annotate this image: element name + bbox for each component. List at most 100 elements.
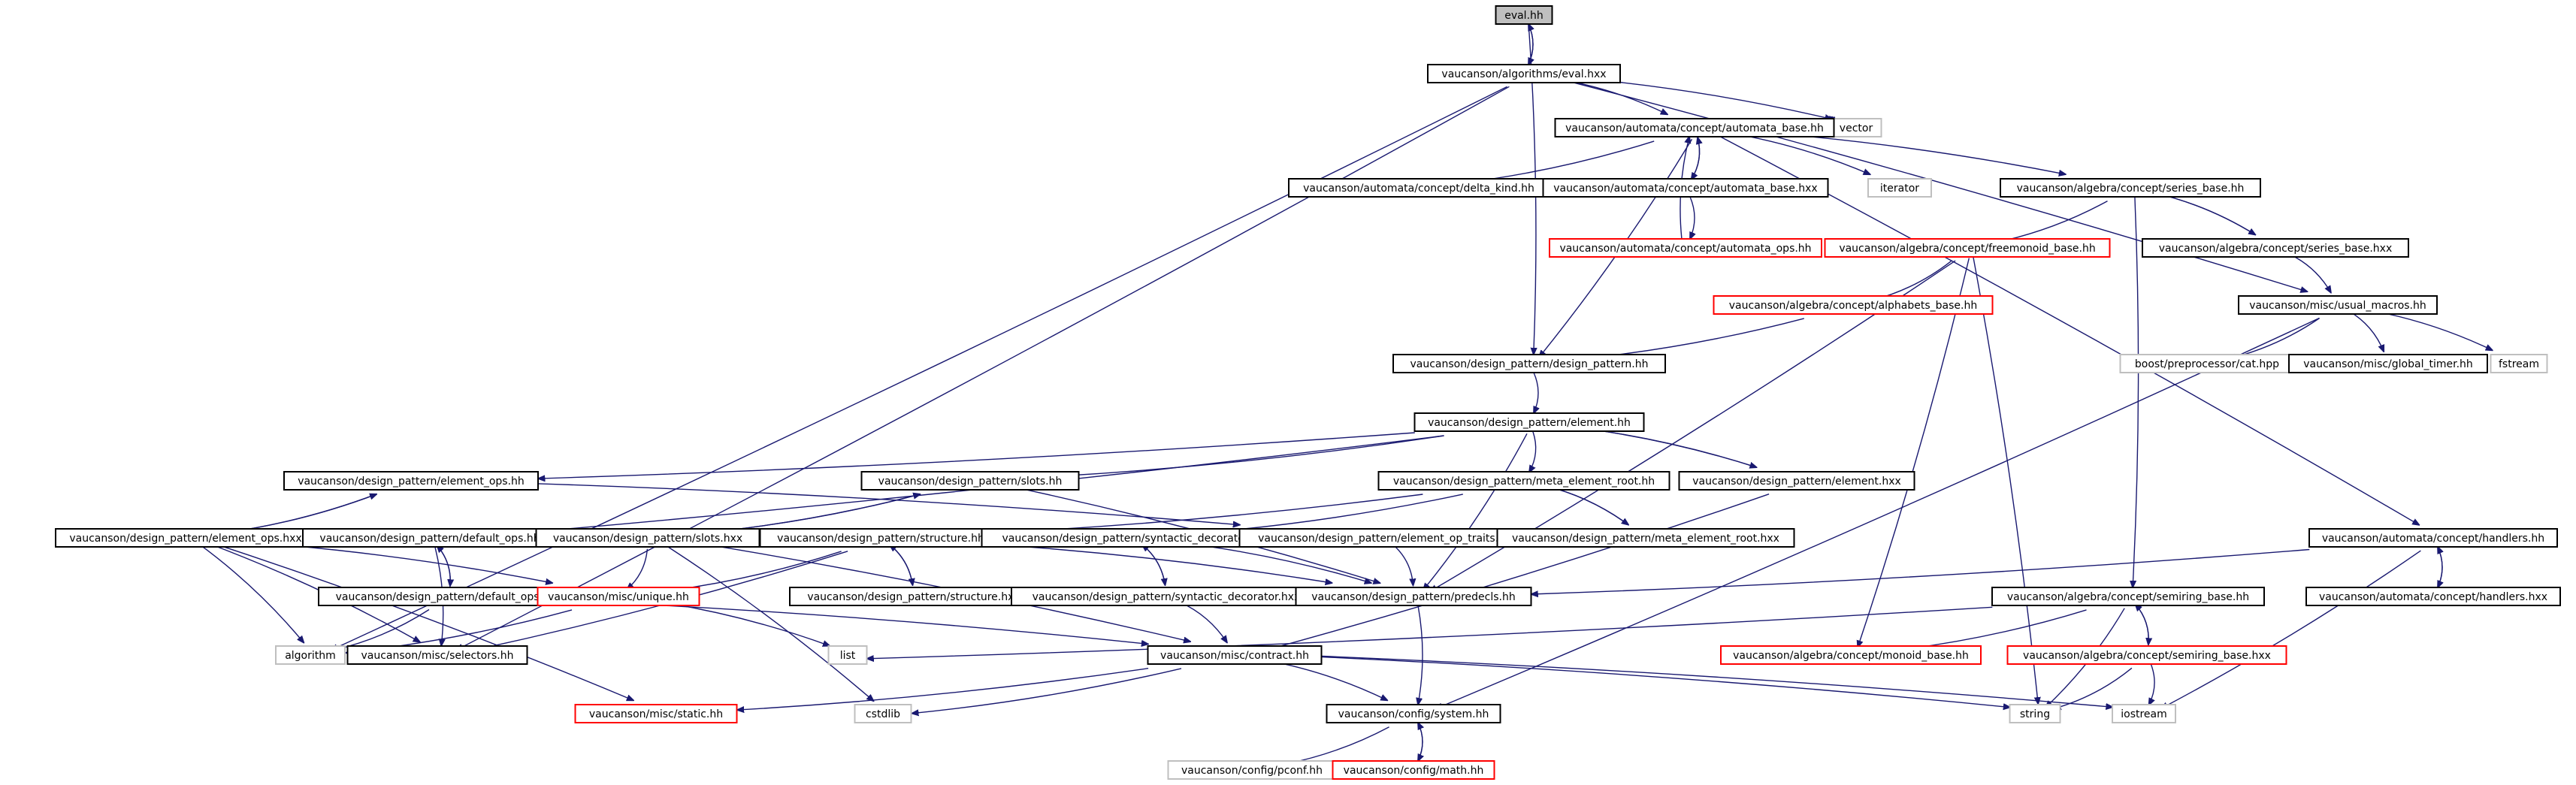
- node-usual-macros[interactable]: vaucanson/misc/usual_macros.hh: [2238, 295, 2438, 315]
- node-box: [1720, 645, 1982, 665]
- node-element-ops-hxx[interactable]: vaucanson/design_pattern/element_ops.hxx: [55, 528, 316, 548]
- node-default-ops-hh[interactable]: vaucanson/design_pattern/default_ops.hh: [302, 528, 558, 548]
- node-global-timer[interactable]: vaucanson/misc/global_timer.hh: [2288, 354, 2488, 373]
- node-automata-ops[interactable]: vaucanson/automata/concept/automata_ops.…: [1549, 238, 1822, 258]
- edge-automata-base-hxx-to-automata-ops: [1690, 196, 1695, 239]
- node-label: vaucanson/misc/global_timer.hh: [2303, 358, 2473, 370]
- node-unique-hh[interactable]: vaucanson/misc/unique.hh: [537, 587, 700, 606]
- node-box: [283, 471, 539, 491]
- node-box: [1392, 354, 1666, 373]
- node-alphabets-base[interactable]: vaucanson/algebra/concept/alphabets_base…: [1713, 295, 1994, 315]
- node-meta-element-root-hh[interactable]: vaucanson/design_pattern/meta_element_ro…: [1377, 471, 1670, 491]
- edge-element-ops-hxx-to-algorithm: [198, 543, 304, 643]
- node-box: [55, 528, 316, 548]
- node-automata-base-hh[interactable]: vaucanson/automata/concept/automata_base…: [1554, 118, 1835, 137]
- node-vector[interactable]: vector: [1830, 118, 1882, 137]
- edge-design-pattern-hh-to-element-hh: [1534, 372, 1538, 413]
- node-semiring-base-hxx[interactable]: vaucanson/algebra/concept/semiring_base.…: [2006, 645, 2287, 665]
- node-semiring-base-hh[interactable]: vaucanson/algebra/concept/semiring_base.…: [1991, 587, 2265, 606]
- node-contract[interactable]: vaucanson/misc/contract.hh: [1147, 645, 1323, 665]
- node-label: vaucanson/design_pattern/element.hxx: [1692, 476, 1901, 488]
- node-selectors[interactable]: vaucanson/misc/selectors.hh: [346, 645, 528, 665]
- node-handlers-hxx[interactable]: vaucanson/automata/concept/handlers.hxx: [2305, 587, 2561, 606]
- edge-handlers-hh-to-predecls: [1531, 548, 2310, 595]
- edge-default-ops-hxx-to-default-ops-hh: [437, 545, 451, 587]
- edge-syntactic-decorator-hxx-to-syntactic-decorator-hh: [1142, 545, 1166, 586]
- node-iostream[interactable]: iostream: [2112, 704, 2176, 723]
- node-label: vaucanson/design_pattern/element.hh: [1428, 417, 1631, 429]
- edge-series-base-hh-to-series-base-hxx: [2154, 192, 2255, 235]
- node-delta-kind[interactable]: vaucanson/automata/concept/delta_kind.hh: [1288, 178, 1550, 198]
- node-default-ops-hxx[interactable]: vaucanson/design_pattern/default_ops.hxx: [318, 587, 579, 606]
- node-box: [1427, 64, 1621, 83]
- node-series-base-hh[interactable]: vaucanson/algebra/concept/series_base.hh: [2000, 178, 2261, 198]
- node-freemonoid-base[interactable]: vaucanson/algebra/concept/freemonoid_bas…: [1824, 238, 2111, 258]
- node-box: [1554, 118, 1835, 137]
- node-label: vaucanson/automata/concept/handlers.hh: [2322, 533, 2544, 545]
- node-list[interactable]: list: [827, 645, 868, 665]
- edge-semiring-base-hxx-to-iostream: [2149, 664, 2154, 705]
- node-automata-base-hxx[interactable]: vaucanson/automata/concept/automata_base…: [1542, 178, 1829, 198]
- node-box: [2119, 354, 2295, 373]
- node-label: vaucanson/automata/concept/automata_base…: [1553, 183, 1817, 195]
- node-box: [789, 587, 1039, 606]
- node-syntactic-decorator-hxx[interactable]: vaucanson/design_pattern/syntactic_decor…: [1011, 587, 1322, 606]
- node-boost-cat[interactable]: boost/preprocessor/cat.hpp: [2119, 354, 2295, 373]
- edge-element-hh-to-meta-element-root-hh: [1529, 431, 1537, 473]
- edge-meta-element-root-hh-to-meta-element-root-hxx: [1544, 485, 1628, 525]
- node-element-op-traits[interactable]: vaucanson/design_pattern/element_op_trai…: [1238, 528, 1531, 548]
- node-label: vaucanson/algebra/concept/series_base.hx…: [2159, 243, 2393, 255]
- node-element-ops-hh[interactable]: vaucanson/design_pattern/element_ops.hh: [283, 471, 539, 491]
- edge-syntactic-decorator-hh-to-predecls: [1177, 542, 1371, 583]
- node-box: [2288, 354, 2488, 373]
- node-system-hh[interactable]: vaucanson/config/system.hh: [1326, 704, 1501, 723]
- edge-element-ops-hh-to-element-op-traits: [538, 483, 1240, 525]
- node-meta-element-root-hxx[interactable]: vaucanson/design_pattern/meta_element_ro…: [1496, 528, 1795, 548]
- node-box: [2142, 238, 2409, 258]
- node-algorithm[interactable]: algorithm: [275, 645, 346, 665]
- node-structure-hxx[interactable]: vaucanson/design_pattern/structure.hxx: [789, 587, 1039, 606]
- node-label: vaucanson/misc/usual_macros.hh: [2249, 300, 2426, 312]
- node-static-hh[interactable]: vaucanson/misc/static.hh: [574, 704, 738, 723]
- node-box: [1167, 760, 1337, 780]
- node-eval-hxx[interactable]: vaucanson/algorithms/eval.hxx: [1427, 64, 1621, 83]
- node-series-base-hxx[interactable]: vaucanson/algebra/concept/series_base.hx…: [2142, 238, 2409, 258]
- node-label: vaucanson/design_pattern/structure.hh: [777, 533, 984, 545]
- node-math-hh[interactable]: vaucanson/config/math.hh: [1332, 760, 1495, 780]
- node-structure-hh[interactable]: vaucanson/design_pattern/structure.hh: [759, 528, 1002, 548]
- node-string[interactable]: string: [2009, 704, 2061, 723]
- node-element-hh[interactable]: vaucanson/design_pattern/element.hh: [1413, 412, 1645, 432]
- node-box: [302, 528, 558, 548]
- node-layer: eval.hh vaucanson/algorithms/eval.hxx vect…: [55, 5, 2561, 780]
- node-syntactic-decorator-hh[interactable]: vaucanson/design_pattern/syntactic_decor…: [981, 528, 1286, 548]
- node-pconf[interactable]: vaucanson/config/pconf.hh: [1167, 760, 1337, 780]
- node-iterator[interactable]: iterator: [1867, 178, 1932, 198]
- node-label: vaucanson/design_pattern/element_ops.hh: [298, 476, 525, 488]
- edge-element-op-traits-to-predecls: [1392, 544, 1413, 585]
- node-design-pattern-hh[interactable]: vaucanson/design_pattern/design_pattern.…: [1392, 354, 1666, 373]
- edge-contract-to-static-hh: [737, 668, 1149, 710]
- node-box: [318, 587, 579, 606]
- node-label: vaucanson/design_pattern/design_pattern.…: [1410, 358, 1648, 370]
- edge-freemonoid-base-to-string: [1973, 255, 2039, 704]
- edge-contract-to-system-hh: [1263, 659, 1388, 700]
- node-label: cstdlib: [866, 708, 900, 720]
- node-box: [2305, 587, 2561, 606]
- node-cstdlib[interactable]: cstdlib: [854, 704, 912, 723]
- node-label: vaucanson/algebra/concept/freemonoid_bas…: [1839, 243, 2095, 255]
- edge-structure-hh-to-predecls: [963, 542, 1332, 583]
- node-slots-hh[interactable]: vaucanson/design_pattern/slots.hh: [860, 471, 1080, 491]
- edge-freemonoid-base-to-alphabets-base: [1873, 260, 1952, 300]
- node-box: [860, 471, 1080, 491]
- node-slots-hxx[interactable]: vaucanson/design_pattern/slots.hxx: [535, 528, 760, 548]
- node-predecls[interactable]: vaucanson/design_pattern/predecls.hh: [1295, 587, 1532, 606]
- node-box: [1377, 471, 1670, 491]
- node-box: [1413, 412, 1645, 432]
- edge-semiring-base-hh-to-monoid-base: [1894, 609, 2087, 651]
- node-fstream[interactable]: fstream: [2490, 354, 2548, 373]
- node-eval-hh[interactable]: eval.hh: [1495, 5, 1553, 25]
- node-monoid-base[interactable]: vaucanson/algebra/concept/monoid_base.hh: [1720, 645, 1982, 665]
- node-label: vaucanson/design_pattern/slots.hh: [878, 476, 1063, 488]
- node-handlers-hh[interactable]: vaucanson/automata/concept/handlers.hh: [2308, 528, 2558, 548]
- node-element-hxx[interactable]: vaucanson/design_pattern/element.hxx: [1678, 471, 1915, 491]
